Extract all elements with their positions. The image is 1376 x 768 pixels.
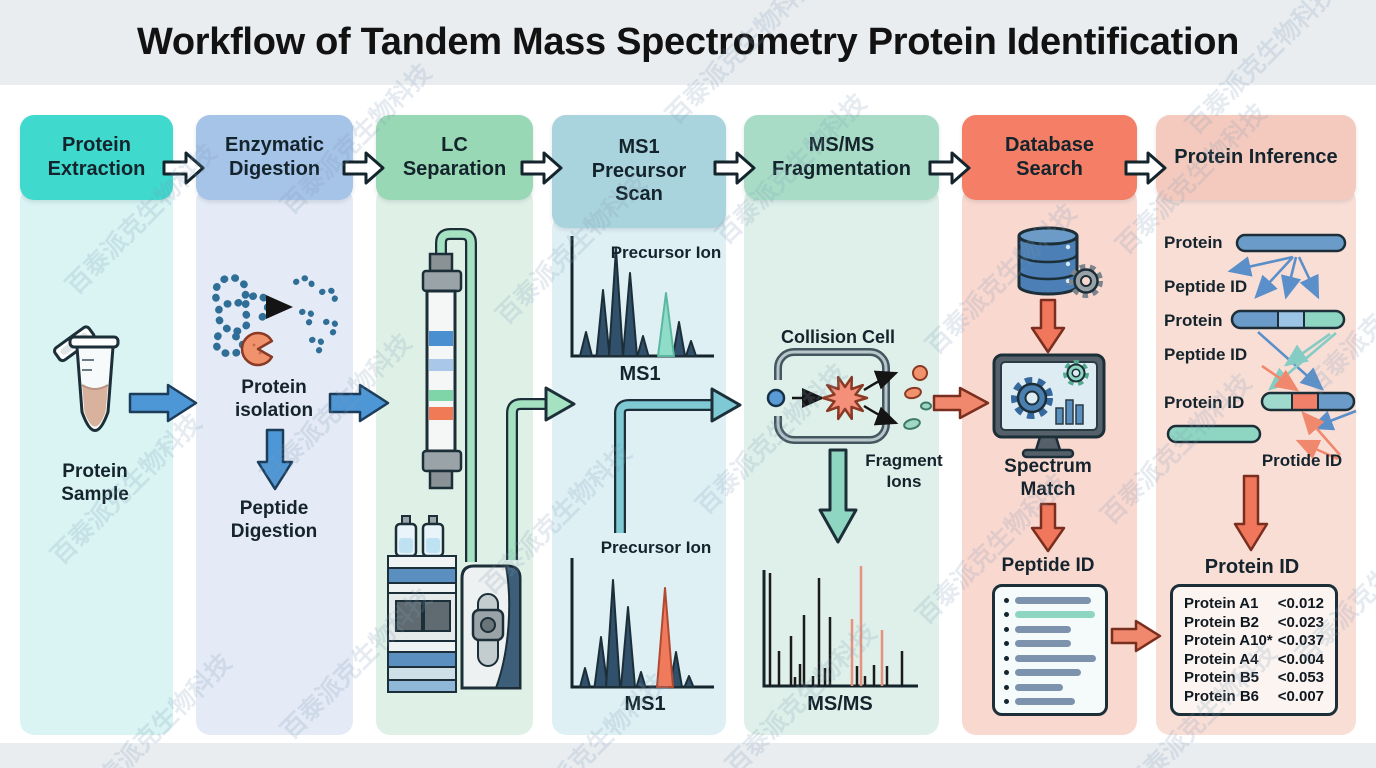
column-lc-separation: LC Separation xyxy=(376,115,533,735)
protein-name: Protein B6 xyxy=(1184,687,1260,705)
column-header-lc-separation: LC Separation xyxy=(376,115,533,200)
peptide-list-row xyxy=(1004,611,1096,619)
column-header-label: Database Search xyxy=(1005,133,1094,180)
peptide-list-row xyxy=(1004,597,1096,604)
protein-name: Protein A10* xyxy=(1184,632,1273,650)
protein-id-table: Protein A1 <0.012 Protein B2 <0.023 Protei… xyxy=(1170,584,1338,716)
column-body xyxy=(196,187,353,735)
column-header-label: MS1 Precursor Scan xyxy=(591,136,687,206)
peptide-id-label-2: Peptide ID xyxy=(1164,345,1248,364)
column-header-label: MS/MS Fragmentation xyxy=(772,133,911,180)
table-row: Protein B2 <0.023 xyxy=(1184,614,1324,631)
page-title: Workflow of Tandem Mass Spectrometry Pro… xyxy=(136,21,1240,63)
peptide-list-row xyxy=(1004,640,1096,648)
collision-cell-label: Collision Cell xyxy=(780,327,895,347)
fragment-ions-label: Fragment Ions xyxy=(865,451,943,491)
ms1-axis-label-bottom: MS1 xyxy=(624,693,666,715)
peptide-list-row xyxy=(1004,654,1096,662)
table-row: Protein B5 <0.053 xyxy=(1184,669,1324,686)
peptide-id-label: Peptide ID xyxy=(1001,555,1095,576)
spectrum-match-label: Spectrum Match xyxy=(1004,456,1092,501)
protein-name: Protein B2 xyxy=(1184,613,1260,631)
msms-axis-label: MS/MS xyxy=(807,693,873,715)
protein-score: <0.004 xyxy=(1277,650,1324,668)
protein-score: <0.012 xyxy=(1277,595,1324,612)
protein-id-title: Protein ID xyxy=(1204,556,1300,578)
column-body xyxy=(376,187,533,735)
protein-name: Protein B5 xyxy=(1184,669,1260,687)
column-header-msms-fragmentation: MS/MS Fragmentation xyxy=(744,115,939,200)
precursor-ion-label-top: Precursor Ion xyxy=(610,243,722,262)
protein-score: <0.007 xyxy=(1277,687,1324,705)
protein-label-2: Protein xyxy=(1164,311,1223,330)
protein-id-label: Protein ID xyxy=(1164,393,1245,412)
protein-name: Protein A1 xyxy=(1184,595,1259,612)
precursor-ion-label-bottom: Precursor Ion xyxy=(600,538,712,557)
title-band: Workflow of Tandem Mass Spectrometry Pro… xyxy=(0,0,1376,85)
table-row: Protein A4 <0.004 xyxy=(1184,651,1324,668)
peptide-id-list-icon xyxy=(992,584,1108,716)
peptide-list-row xyxy=(1004,625,1096,633)
protein-sample-label: Protein Sample xyxy=(61,461,129,506)
protein-name: Protein A4 xyxy=(1184,650,1259,668)
column-header-label: Protein Inference xyxy=(1174,145,1338,168)
protein-score: <0.037 xyxy=(1277,632,1324,650)
ms1-axis-label-top: MS1 xyxy=(619,363,661,385)
protein-score: <0.053 xyxy=(1277,669,1324,687)
column-enzymatic-digestion: Enzymatic Digestion xyxy=(196,115,353,735)
protein-isolation-label: Protein isolation xyxy=(234,377,314,422)
peptide-list-row xyxy=(1004,697,1096,705)
column-msms-fragmentation: MS/MS Fragmentation xyxy=(744,115,939,735)
column-protein-extraction: Protein Extraction xyxy=(20,115,173,735)
peptide-digestion-label: Peptide Digestion xyxy=(230,498,318,543)
column-header-ms1-precursor-scan: MS1 Precursor Scan xyxy=(552,115,726,228)
table-row: Protein A1 <0.012 xyxy=(1184,595,1324,612)
protein-label-1: Protein xyxy=(1164,233,1223,252)
column-header-protein-extraction: Protein Extraction xyxy=(20,115,173,200)
column-header-enzymatic-digestion: Enzymatic Digestion xyxy=(196,115,353,200)
peptide-id-label-1: Peptide ID xyxy=(1164,277,1248,296)
column-header-database-search: Database Search xyxy=(962,115,1137,200)
bottom-band xyxy=(0,743,1376,768)
table-row: Protein B6 <0.007 xyxy=(1184,688,1324,705)
column-body xyxy=(20,187,173,735)
protide-id-label: Protide ID xyxy=(1261,451,1343,470)
table-row: Protein A10*<0.037 xyxy=(1184,632,1324,649)
peptide-list-row xyxy=(1004,683,1096,691)
column-header-label: LC Separation xyxy=(402,133,507,180)
column-header-protein-inference: Protein Inference xyxy=(1156,115,1356,200)
protein-score: <0.023 xyxy=(1277,613,1324,631)
column-header-label: Protein Extraction xyxy=(47,133,146,180)
column-ms1-precursor-scan: MS1 Precursor Scan xyxy=(552,115,726,735)
peptide-list-row xyxy=(1004,669,1096,677)
column-body xyxy=(552,215,726,735)
column-header-label: Enzymatic Digestion xyxy=(225,133,324,180)
